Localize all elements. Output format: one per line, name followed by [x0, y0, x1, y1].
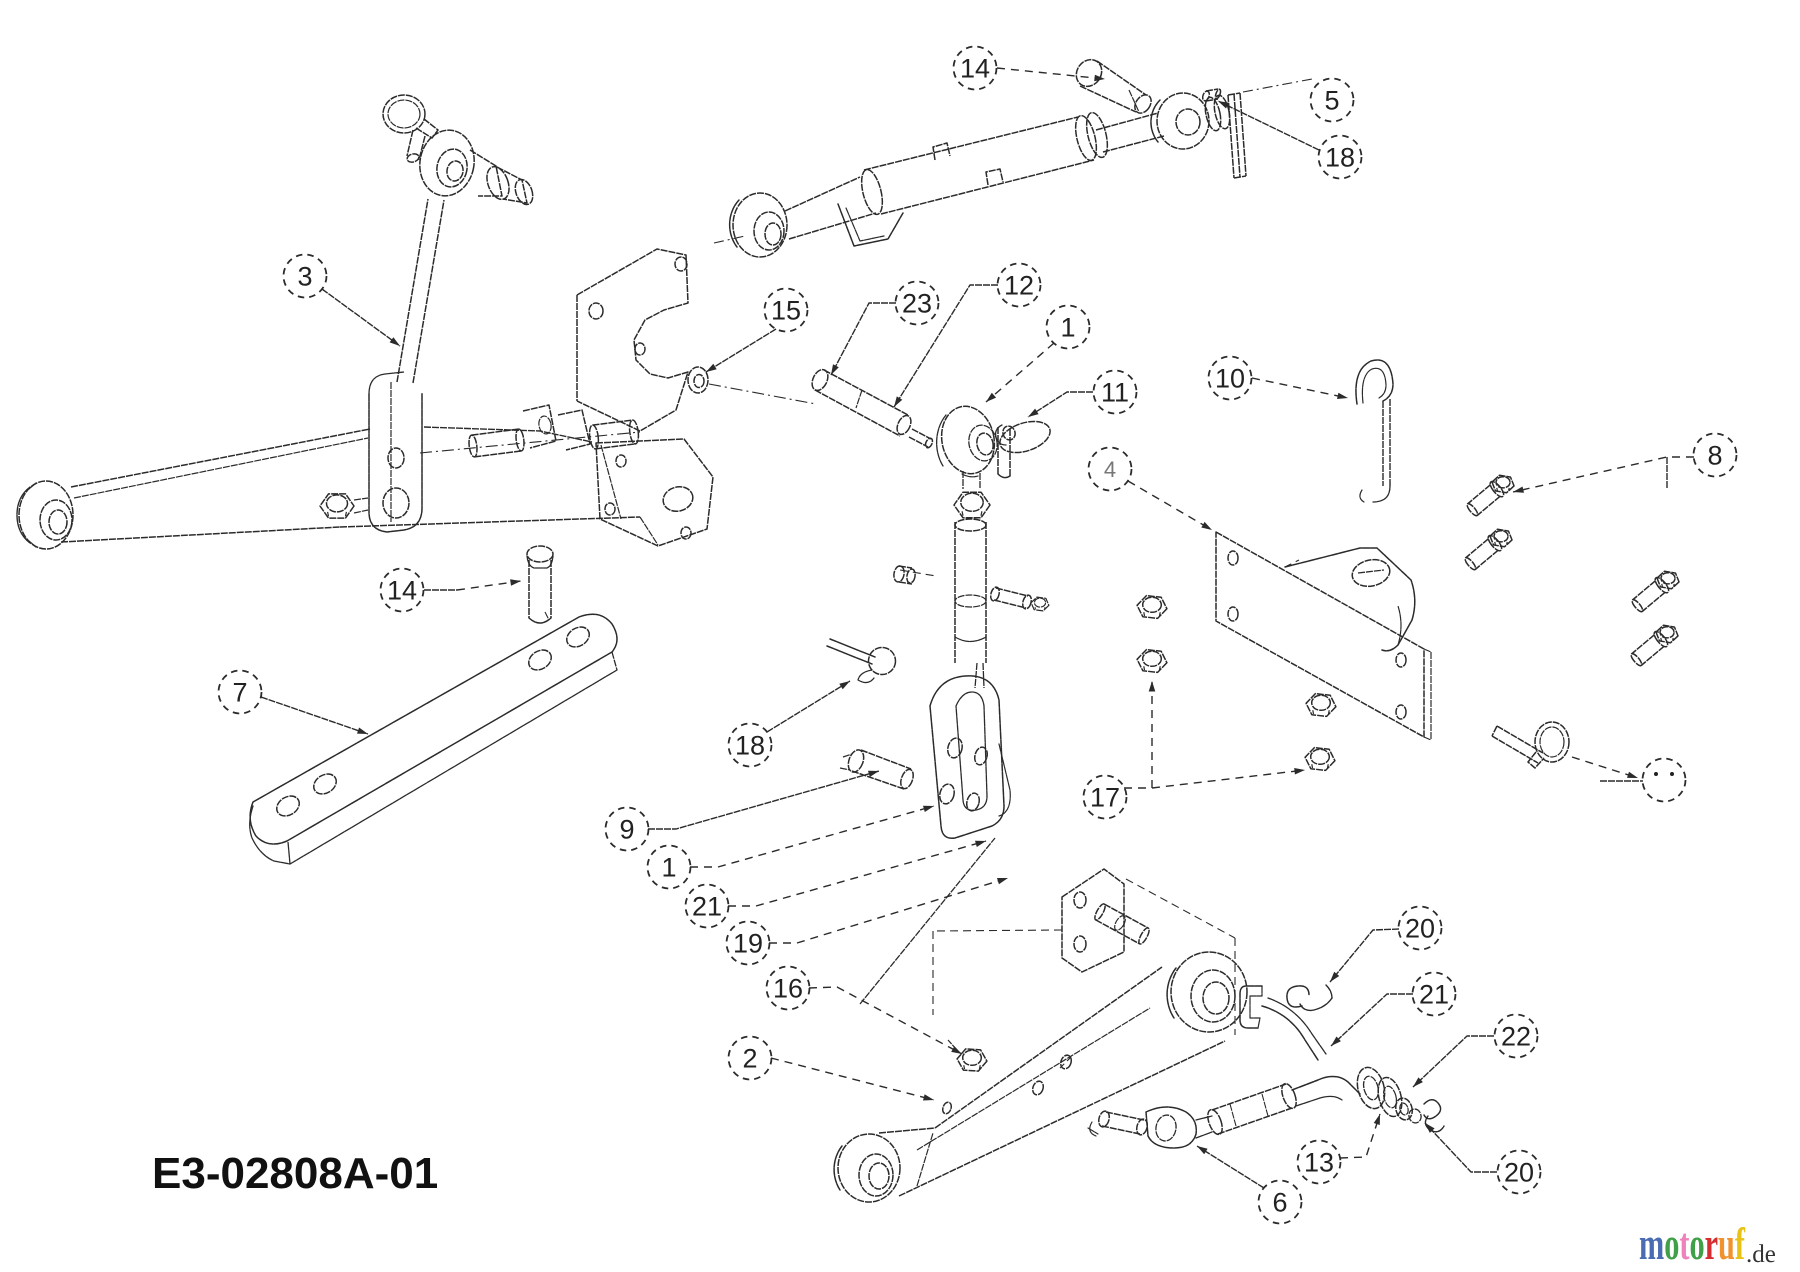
svg-text:9: 9 — [619, 814, 634, 844]
svg-text:20: 20 — [1405, 913, 1435, 943]
svg-text:13: 13 — [1304, 1147, 1334, 1177]
svg-text:17: 17 — [1090, 782, 1120, 812]
svg-text:21: 21 — [692, 891, 722, 921]
svg-text:20: 20 — [1504, 1157, 1534, 1187]
svg-text:4: 4 — [1104, 457, 1116, 482]
svg-text:14: 14 — [960, 53, 990, 83]
svg-text:15: 15 — [771, 295, 801, 325]
svg-text:11: 11 — [1101, 377, 1129, 407]
svg-text:5: 5 — [1324, 85, 1339, 115]
svg-text:10: 10 — [1215, 363, 1245, 393]
svg-text:19: 19 — [733, 928, 763, 958]
svg-text:8: 8 — [1707, 440, 1722, 470]
svg-text:14: 14 — [387, 575, 417, 605]
svg-text:1: 1 — [661, 852, 676, 882]
svg-text:motoruf: motoruf — [1639, 1218, 1745, 1269]
svg-text:22: 22 — [1501, 1021, 1531, 1051]
svg-text:16: 16 — [773, 973, 803, 1003]
svg-text:18: 18 — [735, 730, 765, 760]
svg-text:12: 12 — [1004, 270, 1034, 300]
svg-text:21: 21 — [1419, 979, 1449, 1009]
svg-text:23: 23 — [902, 288, 932, 318]
svg-text:2: 2 — [742, 1043, 757, 1073]
svg-text:.de: .de — [1746, 1241, 1776, 1268]
svg-text:6: 6 — [1272, 1187, 1287, 1217]
svg-text:1: 1 — [1060, 312, 1075, 342]
svg-text:18: 18 — [1325, 142, 1355, 172]
svg-text:7: 7 — [232, 677, 247, 707]
svg-text:3: 3 — [297, 261, 312, 291]
svg-text:E3-02808A-01: E3-02808A-01 — [152, 1149, 438, 1198]
